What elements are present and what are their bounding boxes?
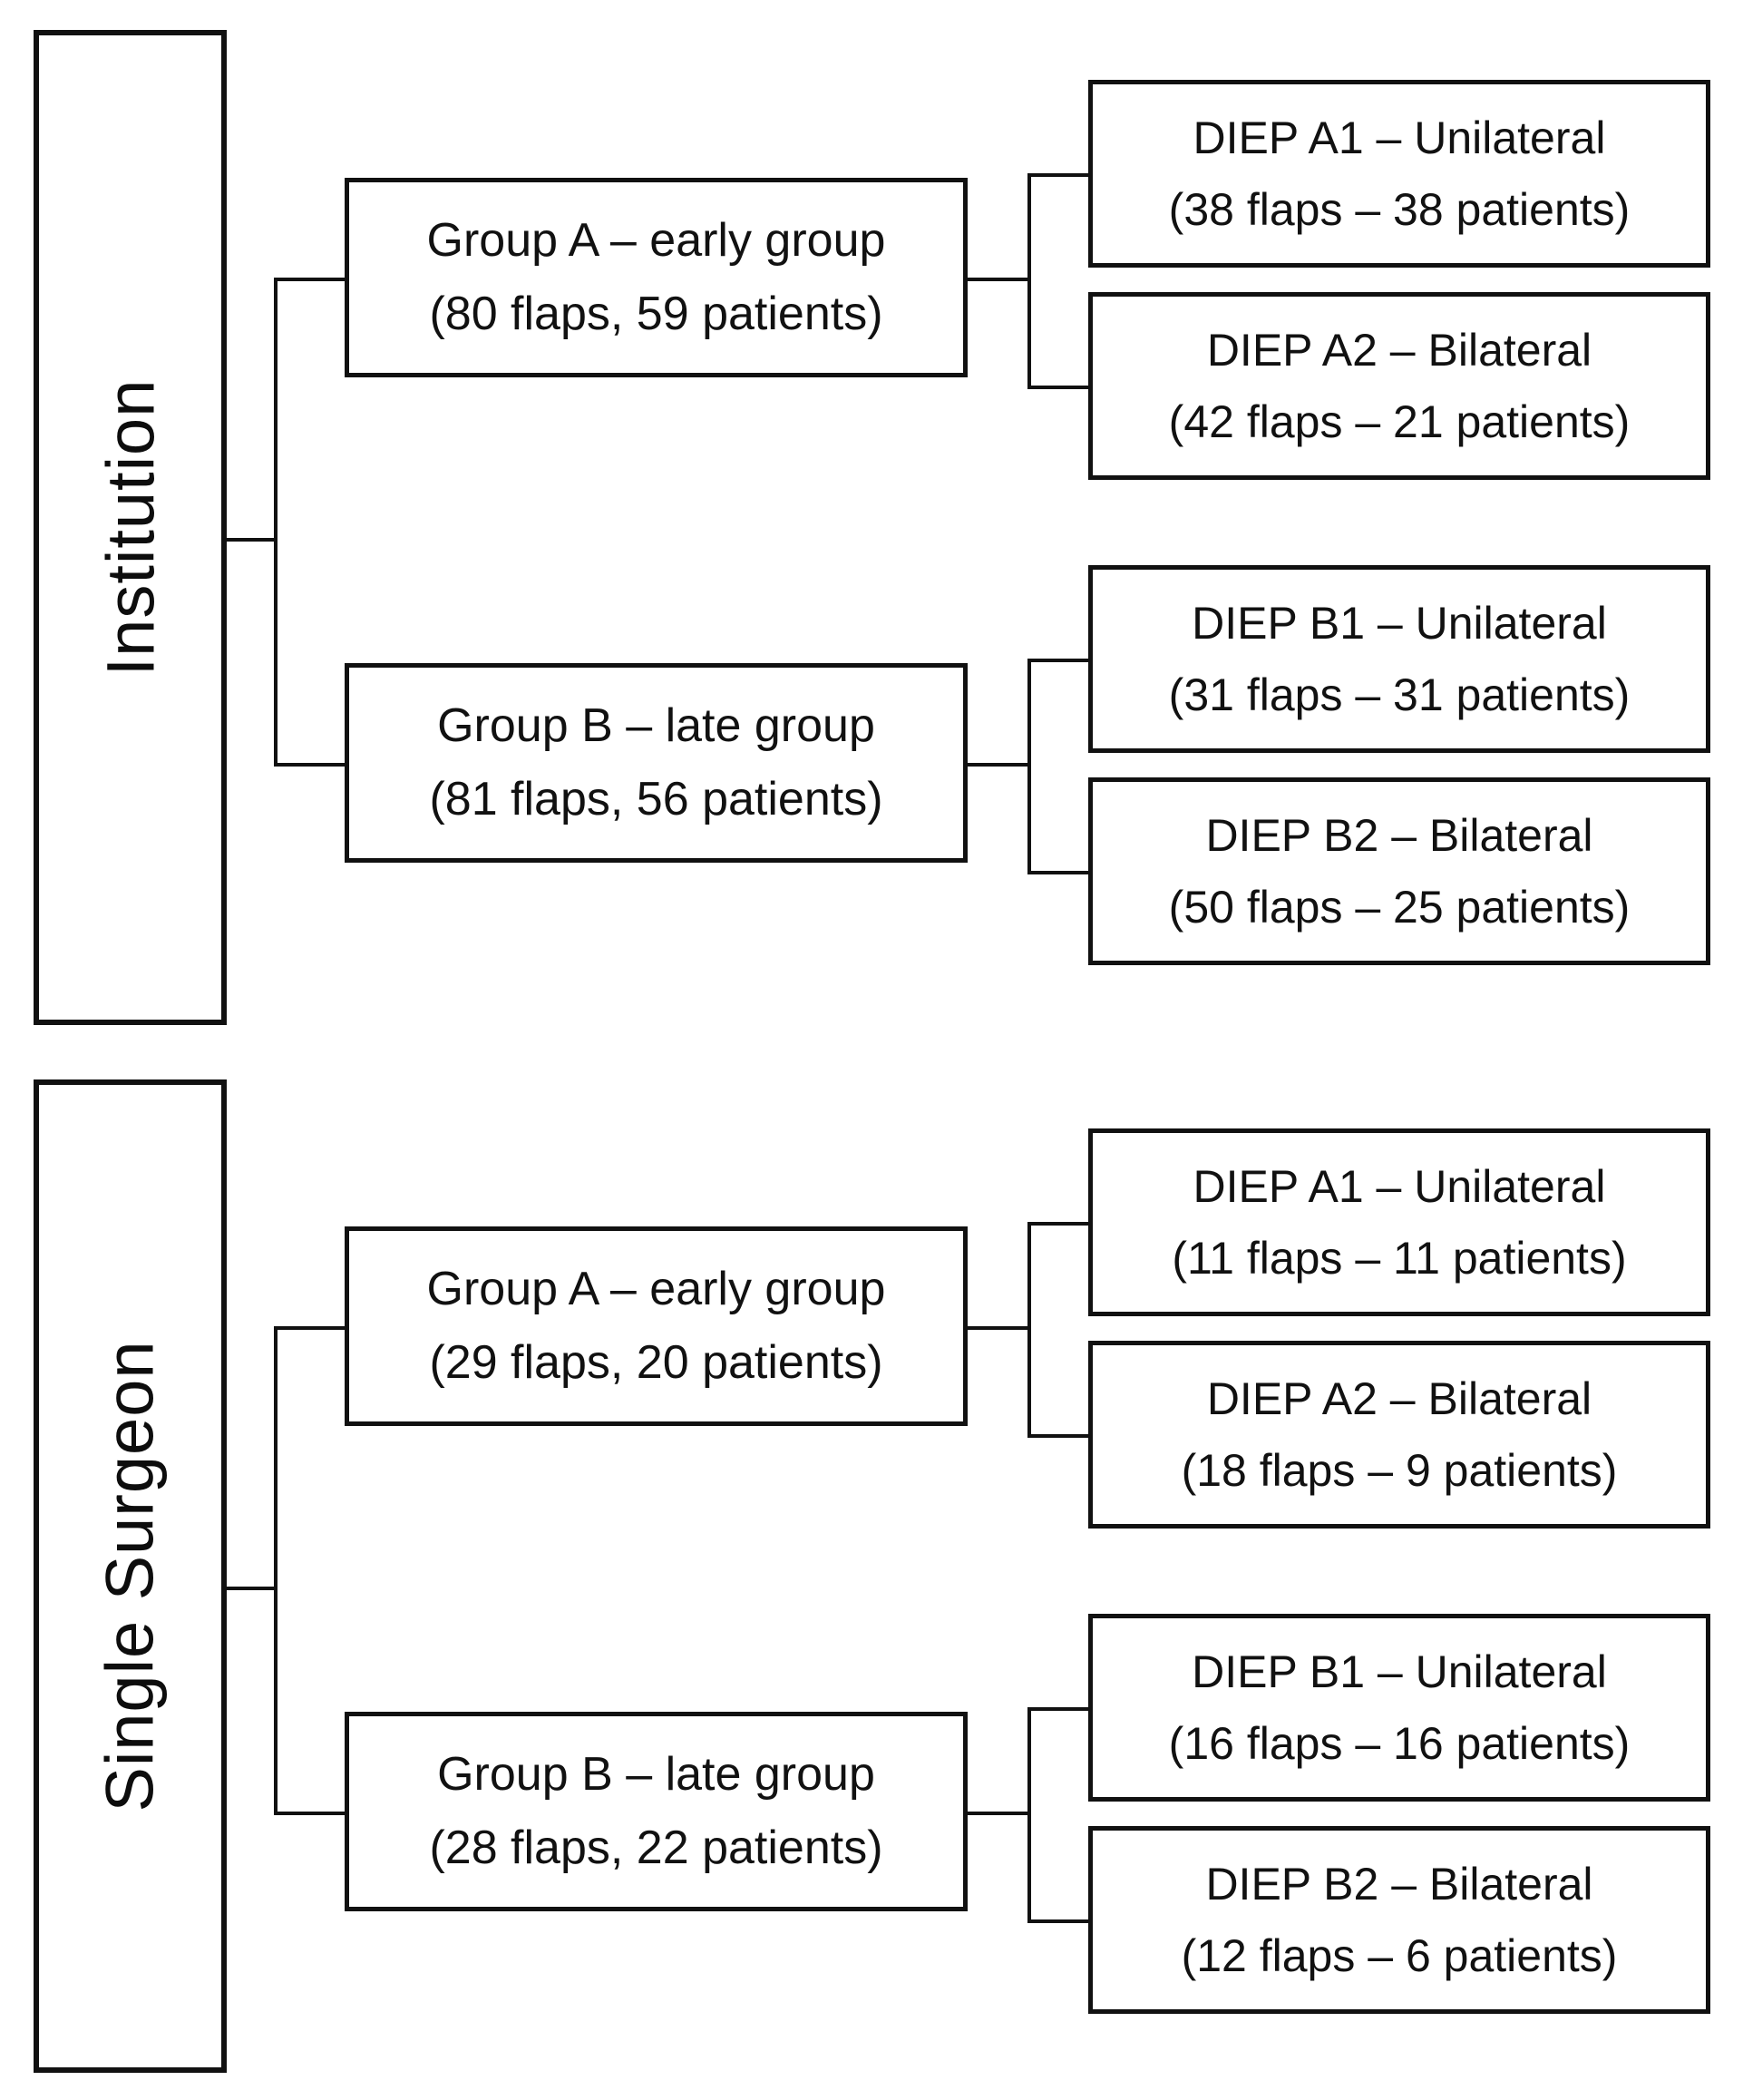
leaf-counts: (18 flaps – 9 patients) bbox=[1181, 1444, 1618, 1496]
connector-institution-to-diep-b1 bbox=[1027, 659, 1091, 662]
connector-surgeon-to-diep-a1 bbox=[1027, 1222, 1091, 1226]
group-box-surgeon-group-a[interactable]: Group A – early group (29 flaps, 20 pati… bbox=[345, 1226, 968, 1426]
leaf-counts: (31 flaps – 31 patients) bbox=[1168, 669, 1631, 720]
connector-institution-to-group-a bbox=[274, 278, 346, 281]
group-title: Group A – early group bbox=[426, 214, 886, 268]
leaf-counts: (50 flaps – 25 patients) bbox=[1168, 881, 1631, 933]
group-title: Group B – late group bbox=[437, 699, 875, 753]
connector-institution-group-b-stub bbox=[968, 763, 1031, 767]
connector-surgeon-group-b-stub bbox=[968, 1812, 1031, 1815]
leaf-counts: (38 flaps – 38 patients) bbox=[1168, 183, 1631, 235]
connector-institution-group-b-trunk bbox=[1027, 659, 1031, 874]
connector-institution-group-a-stub bbox=[968, 278, 1031, 281]
group-box-institution-group-b[interactable]: Group B – late group (81 flaps, 56 patie… bbox=[345, 663, 968, 863]
connector-institution-root-stub bbox=[227, 538, 278, 542]
group-counts: (81 flaps, 56 patients) bbox=[429, 773, 883, 825]
connector-surgeon-to-group-b bbox=[274, 1812, 346, 1815]
leaf-box-surgeon-diep-a2[interactable]: DIEP A2 – Bilateral (18 flaps – 9 patien… bbox=[1088, 1341, 1710, 1529]
leaf-counts: (11 flaps – 11 patients) bbox=[1172, 1232, 1627, 1284]
connector-institution-trunk bbox=[274, 278, 278, 767]
root-box-single-surgeon[interactable]: Single Surgeon bbox=[34, 1079, 227, 2073]
group-counts: (29 flaps, 20 patients) bbox=[429, 1336, 883, 1389]
leaf-title: DIEP B2 – Bilateral bbox=[1205, 810, 1593, 861]
leaf-counts: (16 flaps – 16 patients) bbox=[1168, 1717, 1631, 1769]
group-title: Group A – early group bbox=[426, 1263, 886, 1316]
connector-surgeon-root-stub bbox=[227, 1587, 278, 1590]
connector-surgeon-to-diep-b2 bbox=[1027, 1919, 1091, 1923]
connector-surgeon-to-diep-b1 bbox=[1027, 1707, 1091, 1711]
connector-surgeon-group-a-stub bbox=[968, 1326, 1031, 1330]
leaf-title: DIEP A2 – Bilateral bbox=[1206, 1373, 1592, 1424]
connector-surgeon-to-group-a bbox=[274, 1326, 346, 1330]
leaf-box-institution-diep-a2[interactable]: DIEP A2 – Bilateral (42 flaps – 21 patie… bbox=[1088, 292, 1710, 480]
leaf-title: DIEP A1 – Unilateral bbox=[1193, 1161, 1606, 1212]
connector-institution-group-a-trunk bbox=[1027, 173, 1031, 389]
group-box-surgeon-group-b[interactable]: Group B – late group (28 flaps, 22 patie… bbox=[345, 1712, 968, 1911]
leaf-box-surgeon-diep-b2[interactable]: DIEP B2 – Bilateral (12 flaps – 6 patien… bbox=[1088, 1826, 1710, 2014]
leaf-box-institution-diep-b1[interactable]: DIEP B1 – Unilateral (31 flaps – 31 pati… bbox=[1088, 565, 1710, 753]
leaf-box-institution-diep-a1[interactable]: DIEP A1 – Unilateral (38 flaps – 38 pati… bbox=[1088, 80, 1710, 268]
leaf-title: DIEP B1 – Unilateral bbox=[1192, 598, 1607, 649]
connector-institution-to-diep-b2 bbox=[1027, 871, 1091, 874]
leaf-box-surgeon-diep-a1[interactable]: DIEP A1 – Unilateral (11 flaps – 11 pati… bbox=[1088, 1128, 1710, 1316]
root-label-single-surgeon: Single Surgeon bbox=[93, 1340, 169, 1812]
leaf-counts: (12 flaps – 6 patients) bbox=[1181, 1929, 1618, 1981]
leaf-box-surgeon-diep-b1[interactable]: DIEP B1 – Unilateral (16 flaps – 16 pati… bbox=[1088, 1614, 1710, 1802]
leaf-title: DIEP A2 – Bilateral bbox=[1206, 325, 1592, 376]
group-box-institution-group-a[interactable]: Group A – early group (80 flaps, 59 pati… bbox=[345, 178, 968, 377]
leaf-title: DIEP A1 – Unilateral bbox=[1193, 112, 1606, 163]
connector-surgeon-group-b-trunk bbox=[1027, 1707, 1031, 1923]
leaf-counts: (42 flaps – 21 patients) bbox=[1168, 396, 1631, 447]
group-title: Group B – late group bbox=[437, 1748, 875, 1802]
group-counts: (28 flaps, 22 patients) bbox=[429, 1822, 883, 1874]
root-label-institution: Institution bbox=[93, 378, 168, 677]
connector-surgeon-trunk bbox=[274, 1326, 278, 1815]
connector-institution-to-group-b bbox=[274, 763, 346, 767]
connector-surgeon-group-a-trunk bbox=[1027, 1222, 1031, 1438]
connector-institution-to-diep-a1 bbox=[1027, 173, 1091, 177]
group-counts: (80 flaps, 59 patients) bbox=[429, 288, 883, 340]
leaf-title: DIEP B2 – Bilateral bbox=[1205, 1859, 1593, 1910]
leaf-box-institution-diep-b2[interactable]: DIEP B2 – Bilateral (50 flaps – 25 patie… bbox=[1088, 777, 1710, 965]
leaf-title: DIEP B1 – Unilateral bbox=[1192, 1646, 1607, 1697]
connector-institution-to-diep-a2 bbox=[1027, 386, 1091, 389]
connector-surgeon-to-diep-a2 bbox=[1027, 1434, 1091, 1438]
root-box-institution[interactable]: Institution bbox=[34, 30, 227, 1025]
